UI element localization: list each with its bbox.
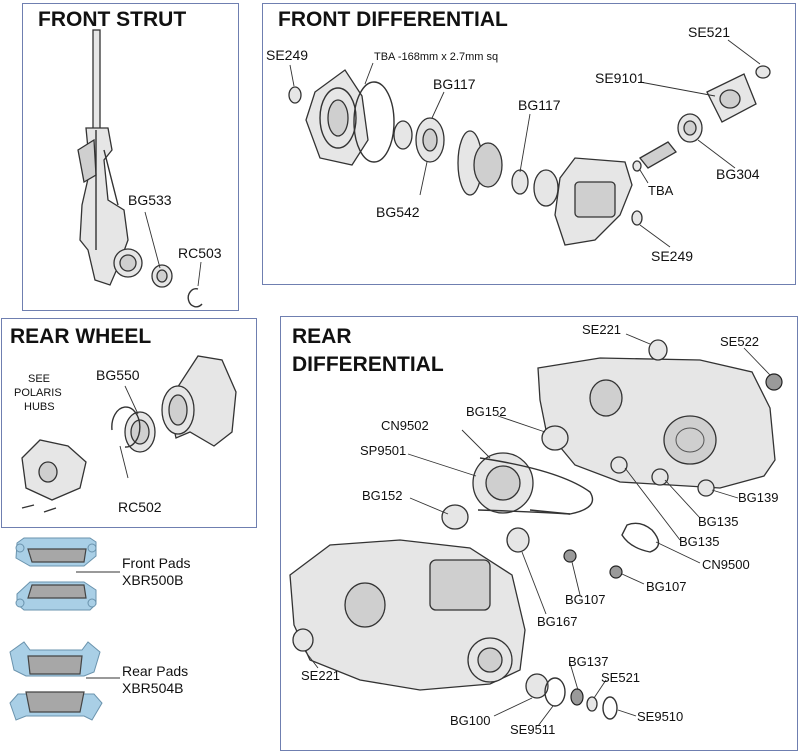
label-bg139: BG139 [738, 490, 779, 505]
label-bg304: BG304 [716, 166, 760, 182]
label-polaris: POLARIS [14, 387, 62, 399]
front-differential-title: FRONT DIFFERENTIAL [278, 8, 508, 31]
label-se521: SE521 [688, 24, 731, 40]
label-se249-left: SE249 [266, 47, 309, 63]
label-bg167: BG167 [537, 614, 578, 629]
label-se9101: SE9101 [595, 70, 645, 86]
label-rc503: RC503 [178, 245, 222, 261]
label-see: SEE [28, 373, 51, 385]
label-tba: TBA [648, 183, 674, 198]
label-bg100: BG100 [450, 713, 491, 728]
rear-wheel-title: REAR WHEEL [10, 325, 152, 348]
rear-wheel-drawing [21, 355, 237, 513]
label-bg550: BG550 [96, 367, 140, 383]
label-se249-right: SE249 [651, 248, 694, 264]
label-bg137: BG137 [568, 654, 609, 669]
label-cn9500: CN9500 [702, 557, 750, 572]
label-xbr500b: XBR500B [122, 572, 184, 588]
label-se221-top: SE221 [582, 322, 622, 337]
label-rc502: RC502 [118, 499, 162, 515]
label-se221-bottom: SE221 [301, 668, 341, 683]
label-bg135-a: BG135 [698, 514, 739, 529]
label-front-pads: Front Pads [122, 555, 191, 571]
rear-differential-title-line1: REAR [292, 325, 352, 348]
label-se9510: SE9510 [637, 709, 684, 724]
label-bg135-b: BG135 [679, 534, 720, 549]
label-se522: SE522 [720, 334, 760, 349]
label-bg533: BG533 [128, 192, 172, 208]
label-xbr504b: XBR504B [122, 680, 184, 696]
label-hubs: HUBS [24, 401, 55, 413]
front-differential-drawing [288, 39, 771, 248]
label-cn9502: CN9502 [381, 418, 429, 433]
label-bg117-a: BG117 [433, 76, 476, 92]
label-rear-pads: Rear Pads [122, 663, 189, 679]
label-se9511: SE9511 [510, 722, 556, 737]
rear-differential-title-line2: DIFFERENTIAL [292, 353, 444, 376]
label-bg152-left: BG152 [362, 488, 403, 503]
brake-pads-drawing [9, 537, 120, 721]
label-se521-rear: SE521 [601, 670, 641, 685]
rear-differential-drawing [289, 333, 783, 727]
front-strut-drawing [77, 29, 203, 308]
label-bg152-top: BG152 [466, 404, 507, 419]
label-tba-oring: TBA -168mm x 2.7mm sq [374, 51, 499, 63]
label-bg542: BG542 [376, 204, 420, 220]
label-bg107-left: BG107 [565, 592, 606, 607]
label-bg107-right: BG107 [646, 579, 687, 594]
front-strut-title: FRONT STRUT [38, 8, 187, 31]
label-bg117-b: BG117 [518, 97, 561, 113]
label-sp9501: SP9501 [360, 443, 407, 458]
